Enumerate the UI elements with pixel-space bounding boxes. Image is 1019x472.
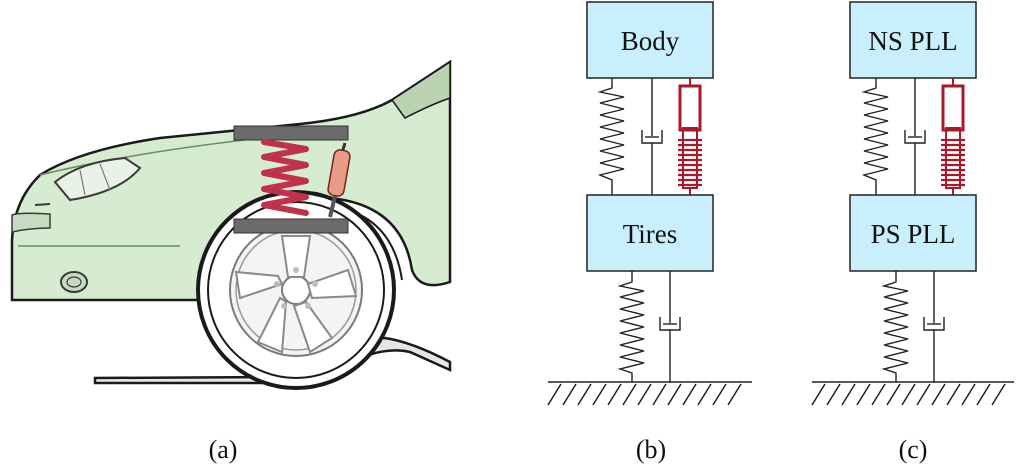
ground-c	[811, 381, 1014, 406]
ns-pll-box-label: NS PLL	[868, 26, 957, 56]
bumper	[11, 212, 51, 233]
shock-absorber	[327, 142, 351, 218]
ground-b	[547, 381, 752, 406]
ps-pll-damper	[923, 271, 945, 382]
wheel	[196, 190, 396, 390]
tires-box-label: Tires	[623, 219, 678, 249]
body-damper	[641, 78, 663, 195]
coil-spring	[261, 139, 309, 216]
ns-pll-damper	[904, 78, 926, 195]
windshield	[390, 60, 451, 119]
body-spring	[597, 78, 625, 195]
panel-label-b: (b)	[636, 435, 666, 464]
panel-a-car-illustration	[10, 59, 452, 390]
fog-light	[60, 271, 88, 293]
spokes	[234, 235, 358, 354]
body-box-label: Body	[621, 26, 680, 56]
ps-pll-spring	[881, 271, 909, 382]
tires-box	[586, 194, 714, 272]
body-box	[586, 1, 714, 79]
ns-pll-spring	[861, 78, 889, 195]
ns-pll-box	[849, 1, 977, 79]
headlight	[53, 156, 142, 202]
panel-c-model: NS PLL PS PLL	[811, 1, 1014, 406]
body-shock-absorber	[678, 78, 702, 195]
lower-plate	[233, 218, 349, 234]
panel-b-model: Body Tires	[547, 1, 752, 406]
ps-pll-box	[849, 194, 977, 272]
lug-nuts	[274, 267, 318, 309]
ps-pll-box-label: PS PLL	[871, 219, 956, 249]
upper-plate	[233, 125, 349, 141]
ns-pll-shock-absorber	[941, 78, 965, 195]
panel-label-a: (a)	[209, 435, 238, 464]
tires-damper	[659, 271, 681, 382]
hub	[281, 275, 311, 305]
tires-spring	[617, 271, 645, 382]
panel-label-c: (c)	[899, 435, 928, 464]
